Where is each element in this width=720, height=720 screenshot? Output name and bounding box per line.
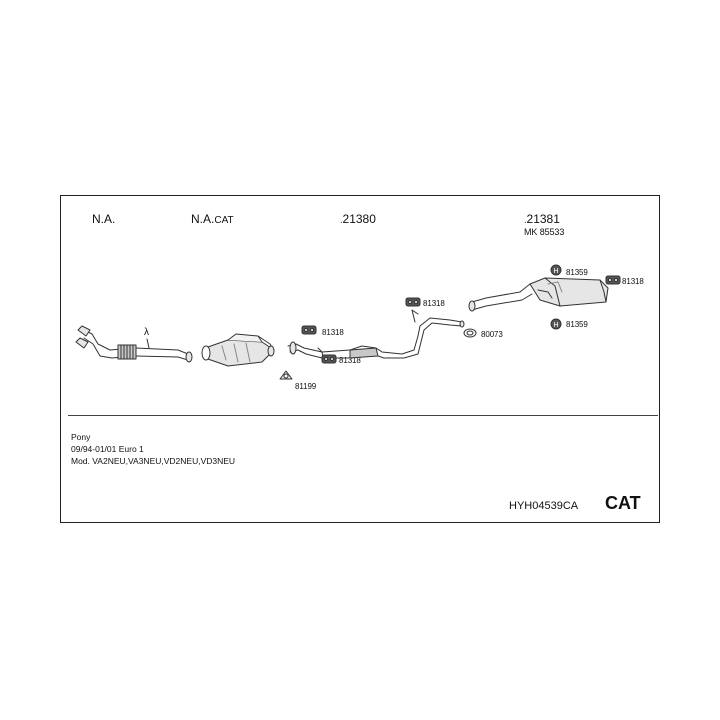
header-na-cat-suffix: CAT [214,215,234,226]
header-na-cat-main: N.A. [191,212,215,226]
label-81318-lower: 81318 [339,356,361,365]
hanger-81318-left [301,325,317,335]
mount-81359-bottom: H [550,318,562,330]
vehicle-period: 09/94-01/01 Euro 1 [71,444,144,454]
gasket-81199 [279,370,293,380]
vehicle-mod-codes: Mod. VA2NEU,VA3NEU,VD2NEU,VD3NEU [71,456,236,466]
label-81318-left: 81318 [322,328,344,337]
rear-silencer-part [468,277,609,312]
downpipe-part [75,325,193,363]
center-pipe-part [287,309,465,361]
hanger-81318-right [605,275,621,285]
hanger-81318-mid [405,297,421,307]
mount-81359-top: H [550,264,562,276]
header-rear-silencer-number: .21381 [524,212,560,226]
svg-text:H: H [553,267,558,275]
header-21380: 21380 [342,212,376,226]
label-80073: 80073 [481,330,503,339]
catalytic-converter-part [201,333,275,367]
svg-text:H: H [553,321,558,329]
header-21381: 21381 [526,212,560,226]
header-front-pipe-number: .21380 [340,212,376,226]
label-81318-mid: 81318 [423,299,445,308]
label-81359-top: 81359 [566,268,588,277]
section-divider [68,415,658,416]
header-na-cat: N.A.CAT [191,212,234,226]
diagram-frame [60,195,660,523]
label-81318-right: 81318 [622,277,644,286]
label-81199: 81199 [295,382,317,391]
gasket-ring-80073 [463,328,477,338]
header-mounting-kit: MK 85533 [524,227,565,237]
hanger-81318-lower [321,354,337,364]
vehicle-model: Pony [71,432,91,442]
label-81359-bottom: 81359 [566,320,588,329]
cat-badge: CAT [605,493,641,513]
kit-code: HYH04539CA [509,500,579,512]
lambda-sensor-symbol: λ [144,327,149,338]
header-na-1: N.A. [92,212,116,226]
